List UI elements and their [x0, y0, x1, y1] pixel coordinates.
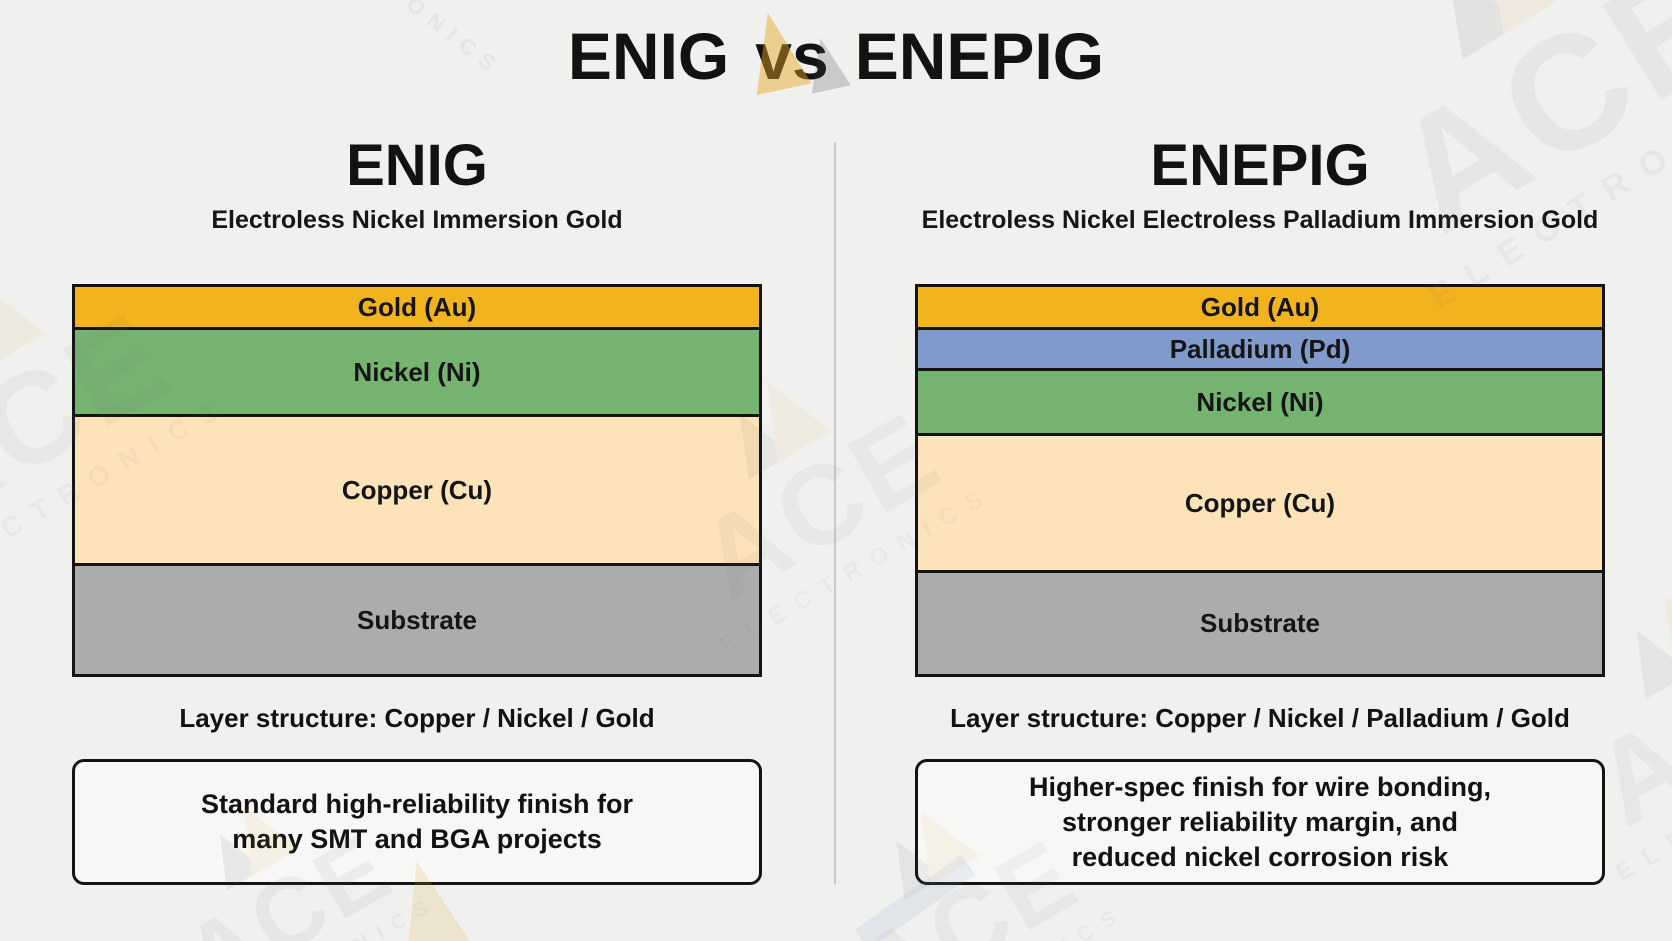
layer-label: Copper (Cu) [1184, 487, 1336, 518]
enig-heading: ENIG [346, 133, 488, 198]
enig-subtitle: Electroless Nickel Immersion Gold [211, 206, 623, 234]
layer-label: Substrate [1200, 608, 1320, 638]
layer-label: Nickel (Ni) [353, 356, 481, 387]
layer-substrate: Substrate [918, 570, 1602, 674]
layer-copper-cu: Copper (Cu) [75, 414, 759, 563]
enig-layer-structure: Layer structure: Copper / Nickel / Gold [179, 703, 655, 733]
enig-column: ENIG Electroless Nickel Immersion Gold G… [72, 134, 762, 885]
layer-copper-cu: Copper (Cu) [918, 433, 1602, 570]
layer-palladium-pd: Palladium (Pd) [918, 327, 1602, 368]
page-title-vs: vs [755, 19, 829, 93]
layer-label: Gold (Au) [357, 291, 477, 322]
page-title-right: ENEPIG [854, 19, 1105, 93]
column-divider [834, 142, 836, 884]
watermark-triangle-icon [0, 258, 47, 389]
layer-gold-au: Gold (Au) [75, 287, 759, 327]
layer-label: Nickel (Ni) [1196, 386, 1324, 417]
enepig-note-text: Higher-spec finish for wire bonding,stro… [1028, 771, 1492, 872]
page-title: ENIG vs ENEPIG [0, 18, 1672, 94]
enepig-column: ENEPIG Electroless Nickel Electroless Pa… [915, 134, 1605, 885]
layer-label: Substrate [357, 604, 477, 635]
layer-nickel-ni: Nickel (Ni) [75, 327, 759, 414]
watermark-triangle-icon [1607, 579, 1672, 699]
layer-label: Palladium (Pd) [1169, 333, 1351, 364]
enepig-layer-stack: Gold (Au) Palladium (Pd) Nickel (Ni) Copper… [915, 284, 1605, 677]
enepig-layer-structure: Layer structure: Copper / Nickel / Palla… [950, 703, 1570, 733]
page-title-left: ENIG [567, 19, 730, 93]
enig-layer-stack: Gold (Au) Nickel (Ni) Copper (Cu) Substrate [72, 284, 762, 677]
enepig-note-box: Higher-spec finish for wire bonding,stro… [915, 759, 1605, 885]
layer-label: Gold (Au) [1200, 291, 1320, 322]
layer-label: Copper (Cu) [341, 474, 493, 505]
enepig-heading: ENEPIG [1150, 133, 1370, 198]
layer-nickel-ni: Nickel (Ni) [918, 368, 1602, 433]
layer-substrate: Substrate [75, 563, 759, 674]
enepig-subtitle: Electroless Nickel Electroless Palladium… [921, 206, 1599, 234]
layer-gold-au: Gold (Au) [918, 287, 1602, 327]
